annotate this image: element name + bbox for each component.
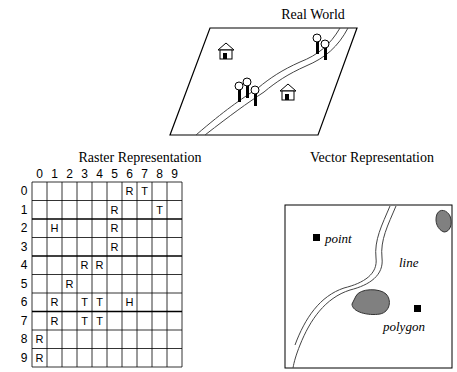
world-plane (170, 28, 357, 135)
cell-code: T (81, 297, 88, 308)
column-index: 8 (156, 168, 163, 180)
cell-code: T (96, 297, 103, 308)
grid-line (152, 182, 153, 367)
row-index: 6 (21, 296, 28, 308)
cell-code: T (96, 315, 103, 326)
grid-line (32, 330, 182, 331)
polygon-feature (436, 210, 451, 232)
river-bank (205, 28, 348, 135)
row-index: 9 (21, 352, 28, 364)
feature-label: point (324, 232, 353, 245)
house-icon (280, 84, 296, 100)
house-icon (218, 43, 234, 59)
cell-code: T (141, 186, 148, 197)
figure-title: Raster Representation (78, 151, 201, 165)
point-symbol (414, 305, 421, 312)
grid-line (32, 367, 182, 368)
cell-code: T (156, 204, 163, 215)
grid-line (182, 182, 183, 367)
cell-code: R (111, 204, 119, 215)
figure-title: Vector Representation (310, 151, 434, 165)
row-index: 0 (21, 185, 28, 197)
column-index: 0 (36, 168, 43, 180)
column-index: 1 (51, 168, 58, 180)
column-index: 7 (141, 168, 148, 180)
cell-code: R (111, 241, 119, 252)
row-index: 1 (21, 204, 28, 216)
cell-code: R (66, 278, 74, 289)
tree-icon (313, 34, 329, 60)
row-index: 3 (21, 241, 28, 253)
cell-code: R (36, 352, 44, 363)
grid-line (32, 348, 182, 349)
row-index: 4 (21, 259, 28, 271)
tree-icon (235, 78, 259, 106)
point-symbol (313, 234, 320, 241)
polygon-feature (352, 290, 389, 315)
cell-code: R (51, 297, 59, 308)
cell-code: T (81, 315, 88, 326)
row-index: 5 (21, 278, 28, 290)
feature-label: polygon (382, 320, 426, 333)
row-index: 2 (21, 222, 28, 234)
cell-code: R (51, 315, 59, 326)
vector-frame (285, 205, 452, 368)
grid-line (122, 182, 123, 367)
river-bank (196, 28, 340, 135)
column-index: 2 (66, 168, 73, 180)
cell-code: R (36, 334, 44, 345)
column-index: 3 (81, 168, 88, 180)
cell-code: R (111, 223, 119, 234)
cell-code: H (126, 297, 134, 308)
column-index: 6 (126, 168, 133, 180)
row-index: 7 (21, 315, 28, 327)
figure-title: Real World (281, 8, 345, 22)
row-index: 8 (21, 333, 28, 345)
grid-line (32, 274, 182, 275)
cell-code: R (81, 260, 89, 271)
cell-code: R (96, 260, 104, 271)
column-index: 9 (171, 168, 178, 180)
cell-code: R (126, 186, 134, 197)
grid-line (32, 293, 182, 294)
column-index: 4 (96, 168, 103, 180)
line-feature (295, 206, 390, 345)
grid-line (167, 182, 168, 367)
feature-label: line (398, 256, 420, 269)
line-feature (293, 206, 396, 368)
grid-line (137, 182, 138, 367)
grid-line (32, 311, 182, 313)
cell-code: H (51, 223, 59, 234)
column-index: 5 (111, 168, 118, 180)
raster-grid (32, 182, 182, 367)
